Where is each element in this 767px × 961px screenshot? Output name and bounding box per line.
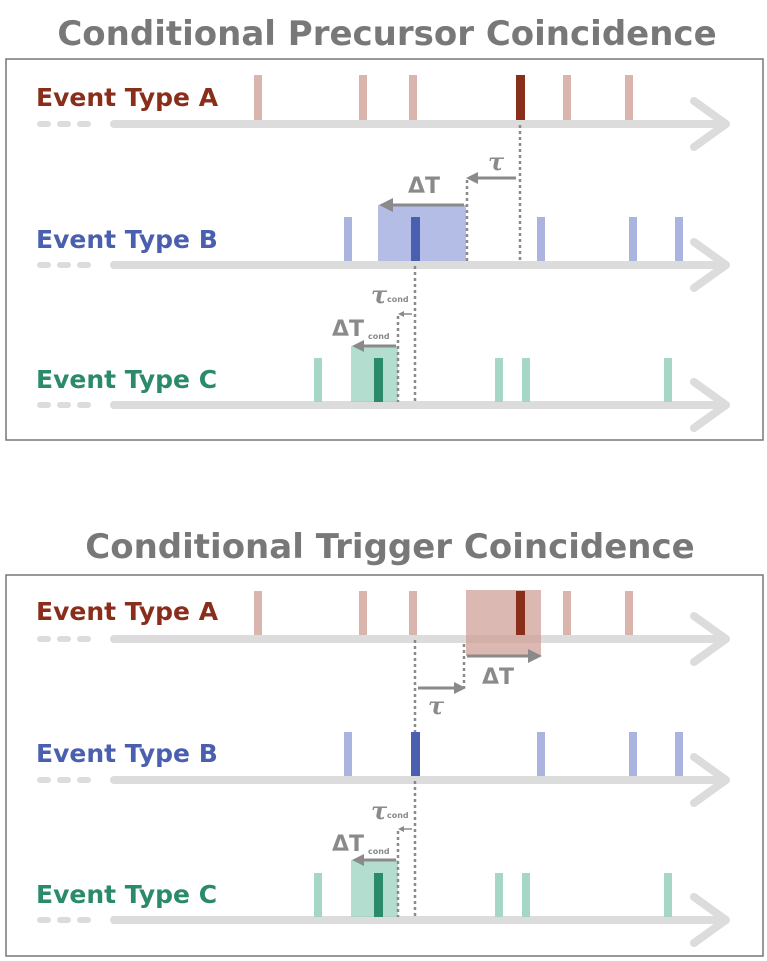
top-annotations-ab: τ ΔT [379,125,522,262]
bottom-row-c-label: Event Type C [36,880,217,909]
bottom-annotations-bc: τ cond ΔT cond [332,781,417,917]
top-panel-title: Conditional Precursor Coincidence [57,14,716,54]
top-tau-cond-label: τ [371,280,388,309]
bottom-c-event-1 [314,873,322,917]
top-b-window [378,205,466,261]
top-row-c: Event Type C [36,346,730,432]
top-row-a: Event Type A [36,75,730,151]
bottom-row-b-timeline [37,753,730,807]
bottom-panel-title: Conditional Trigger Coincidence [85,527,694,567]
bottom-c-event-4 [664,873,672,917]
bottom-a-event-3 [409,591,417,635]
top-b-event-4 [675,217,683,261]
bottom-row-a: Event Type A [36,590,730,666]
top-delta-t-label: ΔT [408,174,440,199]
top-c-event-1 [314,358,322,402]
top-delta-t-cond-subscript: cond [368,332,390,341]
bottom-c-event-2 [495,873,503,917]
bottom-a-event-2 [359,591,367,635]
bottom-b-event-3 [629,732,637,776]
top-panel-frame [5,58,764,441]
top-a-event-2 [359,75,367,120]
top-annotations-bc: τ cond ΔT cond [332,266,417,402]
bottom-row-a-label: Event Type A [36,597,219,626]
top-c-event-2 [495,358,503,402]
top-b-event-1 [344,217,352,261]
top-panel: Conditional Precursor Coincidence Event … [5,14,764,441]
bottom-b-event-1 [344,732,352,776]
top-row-c-label: Event Type C [36,365,217,394]
top-c-event-3 [522,358,530,402]
bottom-row-b-label: Event Type B [36,739,218,768]
top-c-event-4 [664,358,672,402]
top-row-b-timeline [37,238,730,292]
bottom-delta-t-label: ΔT [482,665,514,690]
bottom-panel-frame [5,574,764,957]
top-b-event-2 [537,217,545,261]
top-a-trigger-event [516,75,525,120]
top-b-conditioning-event [411,217,420,261]
bottom-row-b: Event Type B [36,732,730,807]
bottom-b-event-2 [537,732,545,776]
bottom-tau-cond-label: τ [371,796,388,825]
bottom-a-coincident-event [516,591,525,635]
bottom-b-event-4 [675,732,683,776]
top-row-b-label: Event Type B [36,225,218,254]
bottom-a-event-1 [254,591,262,635]
top-row-a-label: Event Type A [36,83,219,112]
bottom-a-event-4 [563,591,571,635]
bottom-a-window [466,590,541,656]
top-c-coincident-event [374,358,383,402]
top-delta-t-cond-label: ΔT [332,317,364,342]
bottom-panel: Conditional Trigger Coincidence Event Ty… [5,527,764,957]
top-a-event-1 [254,75,262,120]
top-row-c-timeline [37,378,730,432]
top-tau-cond-subscript: cond [387,295,409,304]
bottom-a-event-5 [625,591,633,635]
bottom-delta-t-cond-label: ΔT [332,832,364,857]
top-a-event-3 [409,75,417,120]
bottom-tau-label: τ [428,691,445,720]
top-row-b: Event Type B [36,205,730,292]
bottom-c-coincident-event [374,873,383,917]
top-b-event-3 [629,217,637,261]
bottom-c-event-3 [522,873,530,917]
top-row-a-timeline [37,97,730,151]
bottom-b-trigger-event [411,732,420,776]
bottom-row-c-timeline [37,893,730,947]
bottom-delta-t-cond-subscript: cond [368,847,390,856]
bottom-row-c: Event Type C [36,860,730,947]
bottom-annotations-ba: τ ΔT [413,640,542,732]
top-tau-label: τ [488,147,505,176]
bottom-row-a-timeline [37,612,730,666]
bottom-tau-cond-subscript: cond [387,811,409,820]
top-a-event-5 [625,75,633,120]
top-a-event-4 [563,75,571,120]
